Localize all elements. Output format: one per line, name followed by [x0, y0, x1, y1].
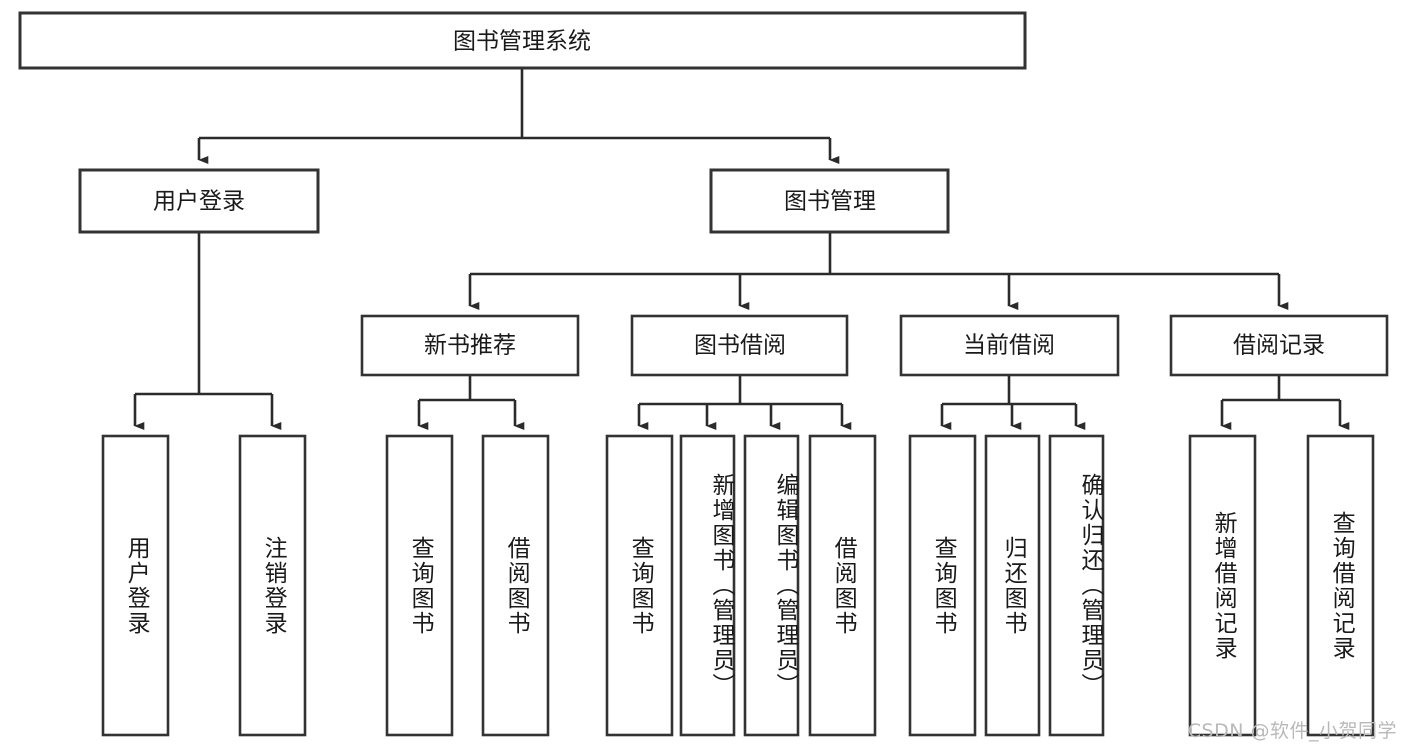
- connector-group-user-login: [133, 232, 282, 431]
- node-current-borrow[interactable]: 当前借阅: [899, 314, 1120, 377]
- leaf-box-query-book-3[interactable]: [908, 434, 977, 737]
- leaf-box-confirm-return[interactable]: [1048, 434, 1105, 737]
- node-book-borrow[interactable]: 图书借阅: [630, 314, 849, 377]
- node-book-borrow-box[interactable]: [630, 314, 849, 377]
- leaf-box-query-book-1[interactable]: [385, 434, 454, 737]
- leaf-box-query-record[interactable]: [1306, 434, 1375, 737]
- node-book-management[interactable]: 图书管理: [709, 168, 950, 234]
- csdn-watermark: CSDN @软件_小贺同学: [1187, 720, 1397, 742]
- node-borrow-records-label: 借阅记录: [1233, 333, 1325, 359]
- node-user-login[interactable]: 用户登录: [78, 168, 320, 234]
- connector-group-current: [940, 375, 1086, 431]
- node-book-borrow-label: 图书借阅: [694, 333, 786, 359]
- node-book-management-box[interactable]: [709, 168, 950, 234]
- node-new-book-recommend-box[interactable]: [360, 314, 580, 377]
- leaf-box-return-book[interactable]: [984, 434, 1041, 737]
- connector-group-records: [1220, 375, 1350, 431]
- leaf-box-borrow-book-1[interactable]: [481, 434, 550, 737]
- leaf-box-edit-book[interactable]: [743, 434, 800, 737]
- leaf-box-logout[interactable]: [238, 434, 307, 737]
- connector-group-borrow: [637, 375, 852, 431]
- leaf-box-add-book[interactable]: [679, 434, 736, 737]
- leaf-box-borrow-book-2[interactable]: [808, 434, 877, 737]
- leaf-box-user-login[interactable]: [101, 434, 170, 737]
- node-root[interactable]: 图书管理系统: [18, 11, 1027, 70]
- leaf-box-query-book-2[interactable]: [605, 434, 674, 737]
- node-user-login-box[interactable]: [78, 168, 320, 234]
- node-current-borrow-label: 当前借阅: [963, 333, 1055, 359]
- node-new-book-recommend-label: 新书推荐: [424, 333, 516, 359]
- connector-group-root: [197, 68, 840, 165]
- node-current-borrow-box[interactable]: [899, 314, 1120, 377]
- leaf-box-add-record[interactable]: [1188, 434, 1257, 737]
- node-user-login-label: 用户登录: [153, 189, 245, 215]
- node-root-label: 图书管理系统: [453, 29, 591, 55]
- node-new-book-recommend[interactable]: 新书推荐: [360, 314, 580, 377]
- node-root-box[interactable]: [18, 11, 1027, 70]
- connector-group-newbook: [417, 375, 525, 431]
- node-borrow-records-box[interactable]: [1169, 314, 1389, 377]
- node-borrow-records[interactable]: 借阅记录: [1169, 314, 1389, 377]
- leaf-boxes-group: [101, 434, 1375, 737]
- node-book-management-label: 图书管理: [784, 189, 876, 215]
- connector-group-book-mgmt: [468, 232, 1289, 311]
